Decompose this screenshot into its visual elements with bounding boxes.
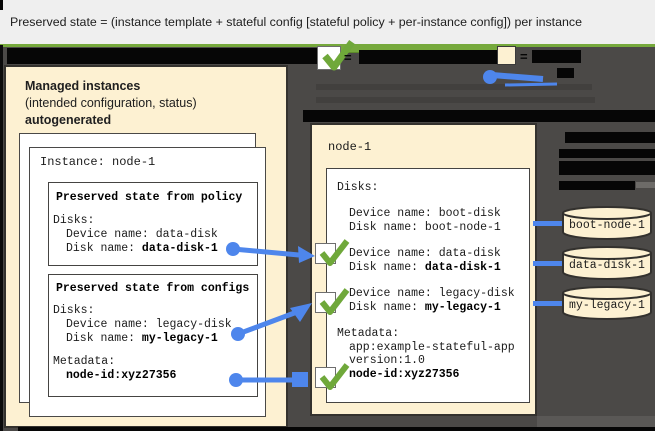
left-edge: [0, 45, 3, 431]
legend-reference-dot: [483, 70, 497, 84]
redacted-bar: [557, 68, 574, 78]
disk-connector-line: [533, 301, 563, 306]
cylinder-icon: [562, 246, 652, 280]
disk-name-line: Disk name: data-disk-1: [349, 261, 501, 274]
metadata-value: node-id:xyz27356: [66, 369, 177, 382]
equals-sign: =: [520, 49, 528, 64]
policy-box: Preserved state from policy Disks: Devic…: [48, 182, 258, 266]
device-name-line: Device name: data-disk: [66, 228, 218, 241]
disk-cylinder: data-disk-1: [561, 246, 653, 280]
instance-title: Instance: node-1: [40, 155, 156, 169]
managed-panel-heading: Managed instances: [25, 79, 141, 93]
disk-name-prefix: Disk name:: [349, 221, 425, 234]
cylinder-icon: [562, 206, 652, 240]
check-icon: [319, 239, 350, 266]
redacted-bar: [559, 149, 655, 158]
redacted-bar: [559, 161, 655, 175]
disk-label: boot-node-1: [569, 219, 645, 232]
check-icon: [319, 363, 350, 390]
disk-name-value: data-disk-1: [424, 261, 501, 274]
disk-name-prefix: Disk name:: [349, 261, 425, 274]
device-name-line: Device name: boot-disk: [349, 207, 501, 220]
metadata-label: Metadata:: [337, 327, 400, 340]
redacted-bar-faint: [316, 97, 595, 103]
bottom-light-strip: [537, 416, 655, 427]
disk-cylinder: my-legacy-1: [561, 286, 653, 320]
device-name-line: Device name: legacy-disk: [66, 318, 232, 331]
disk-label: data-disk-1: [569, 259, 645, 272]
configs-box-title: Preserved state from configs: [56, 282, 250, 295]
disk-connector-line: [533, 261, 563, 266]
metadata-bold-line: node-id:xyz27356: [349, 368, 460, 381]
disk-name-line: Disk name: my-legacy-1: [349, 301, 501, 314]
redacted-bar: [359, 50, 497, 64]
bottom-edge: [18, 427, 655, 431]
cylinder-icon: [562, 286, 652, 320]
vm-title: node-1: [328, 140, 372, 154]
page-title: Preserved state = (instance template + s…: [10, 15, 582, 29]
disk-name-value: boot-node-1: [424, 221, 501, 234]
disk-name-line: Disk name: data-disk-1: [66, 242, 218, 255]
disk-name-value: my-legacy-1: [141, 332, 218, 345]
check-icon: [319, 288, 350, 315]
policy-box-title: Preserved state from policy: [56, 191, 243, 204]
disk-name-value: my-legacy-1: [424, 301, 501, 314]
redacted-bar: [303, 110, 655, 122]
disk-name-value: data-disk-1: [141, 242, 218, 255]
disks-label: Disks:: [53, 214, 95, 227]
disk-name-prefix: Disk name:: [66, 242, 142, 255]
disks-label: Disks:: [53, 304, 95, 317]
redacted-bar: [559, 181, 635, 190]
vm-detail-box: Disks: Device name: boot-disk Disk name:…: [326, 168, 530, 403]
redacted-bar: [565, 132, 655, 143]
green-divider: [0, 44, 655, 47]
managed-panel-heading2: autogenerated: [25, 113, 112, 127]
title-bar: [0, 0, 655, 45]
disk-connector-line: [533, 221, 563, 226]
corner-mark: [0, 0, 3, 10]
disk-name-line: Disk name: boot-node-1: [349, 221, 501, 234]
metadata-line: app:example-stateful-app: [349, 341, 515, 354]
disks-label: Disks:: [337, 181, 379, 194]
redacted-bar-faint: [316, 84, 592, 90]
disk-name-prefix: Disk name:: [349, 301, 425, 314]
equals-sign: =: [344, 50, 352, 65]
legend-config-swatch: [497, 46, 516, 65]
redacted-bar-tail: [636, 182, 655, 188]
metadata-line: version:1.0: [349, 354, 425, 367]
disk-label: my-legacy-1: [569, 299, 645, 312]
check-icon: [322, 39, 355, 71]
device-name-line: Device name: legacy-disk: [349, 287, 515, 300]
redacted-bar: [7, 48, 317, 64]
disk-name-prefix: Disk name:: [66, 332, 142, 345]
disk-cylinder: boot-node-1: [561, 206, 653, 240]
metadata-label: Metadata:: [53, 355, 116, 368]
managed-panel-subheading: (intended configuration, status): [25, 96, 197, 110]
redacted-bar: [532, 50, 581, 63]
configs-box: Preserved state from configs Disks: Devi…: [48, 274, 258, 397]
disk-name-line: Disk name: my-legacy-1: [66, 332, 218, 345]
device-name-line: Device name: data-disk: [349, 247, 501, 260]
